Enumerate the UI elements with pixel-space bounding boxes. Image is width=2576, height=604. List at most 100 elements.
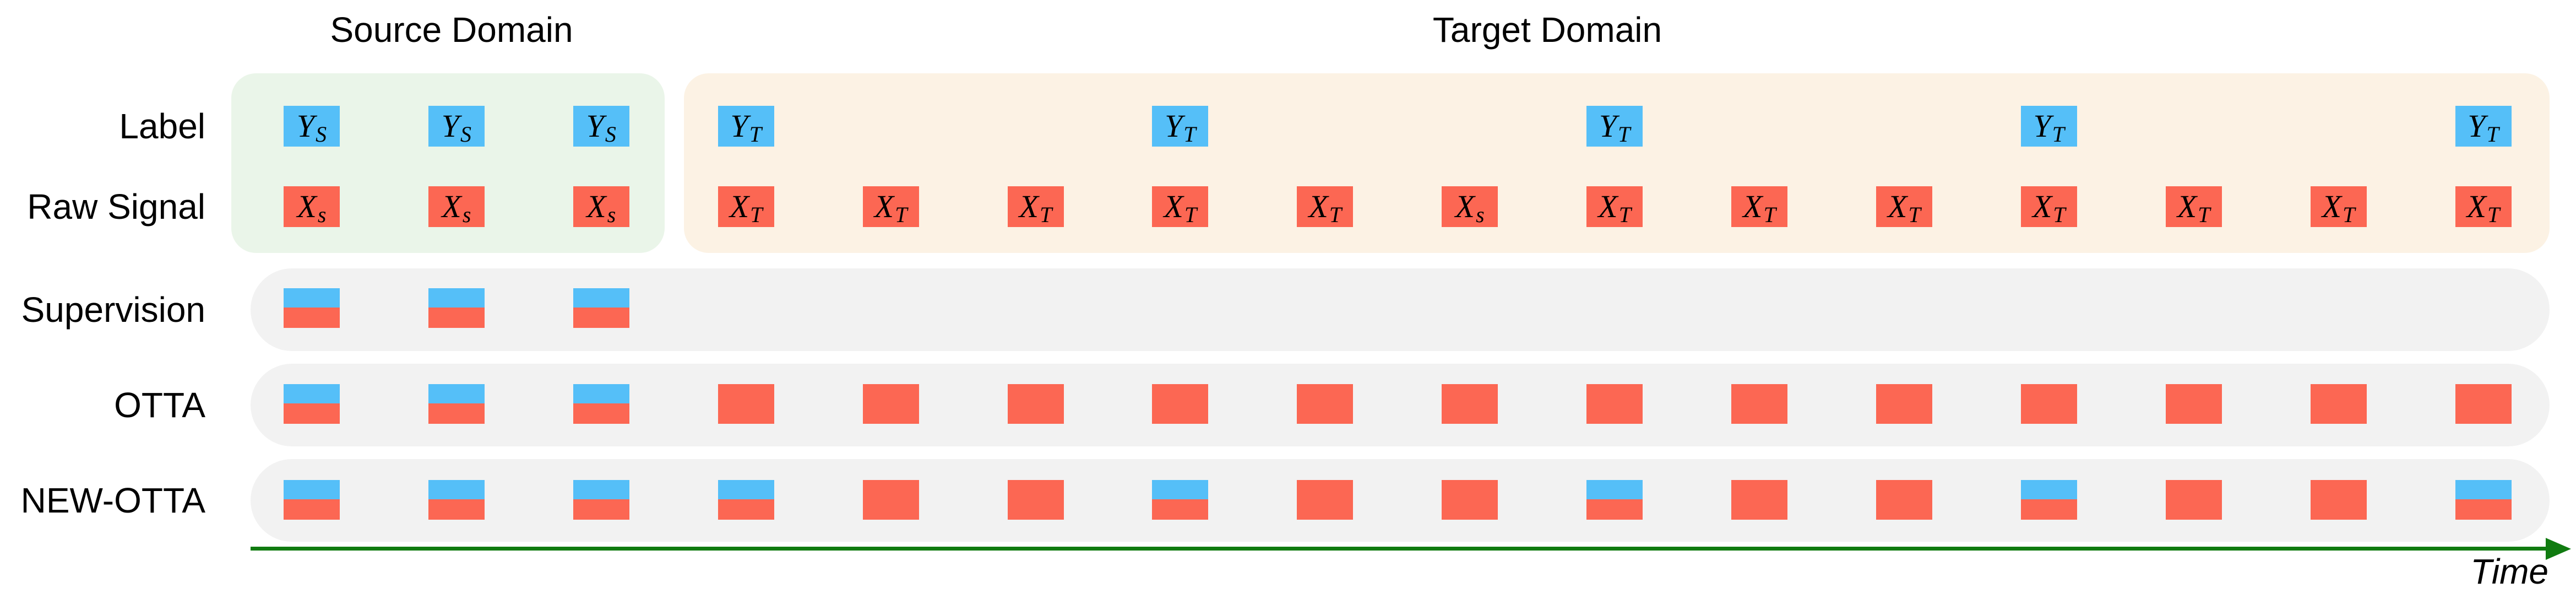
signal-half [573, 308, 629, 328]
label-half [428, 480, 485, 499]
source-domain-title: Source Domain [330, 10, 573, 50]
signal-half [1586, 499, 1643, 520]
new-otta-7-signal-box [1297, 480, 1354, 520]
math-subscript: s [462, 202, 471, 227]
label-half [573, 288, 629, 308]
math-subscript: s [317, 202, 327, 227]
math-base: X [2466, 188, 2487, 224]
math-base: X [1598, 188, 1618, 224]
signal-half [428, 308, 485, 328]
signal-half [428, 403, 485, 424]
math-base: X [1019, 188, 1039, 224]
label-half [284, 384, 340, 403]
math-subscript: s [607, 202, 616, 227]
new-otta-8-signal-box [1442, 480, 1498, 520]
math-subscript: S [460, 122, 472, 147]
math-subscript: T [2053, 202, 2066, 227]
time-axis-label: Time [2470, 552, 2548, 591]
new-otta-12-label-signal-box [2020, 480, 2077, 520]
math-base: X [1308, 188, 1328, 224]
otta-9-signal-box [1586, 384, 1643, 424]
new-otta-2-label-signal-box [573, 480, 629, 520]
signal-half [573, 499, 629, 520]
math-subscript: T [749, 122, 762, 147]
math-subscript: T [1184, 202, 1197, 227]
otta-11-signal-box [1876, 384, 1932, 424]
signal-half [1152, 499, 1209, 520]
math-base: X [442, 188, 461, 224]
new-otta-11-signal-box [1876, 480, 1932, 520]
otta-0-label-signal-box [284, 384, 340, 424]
supervision-2-label-signal-box [573, 288, 629, 328]
new-otta-5-signal-box [1007, 480, 1064, 520]
math-subscript: T [2487, 202, 2500, 227]
label-half [2455, 480, 2512, 499]
signal-half [428, 499, 485, 520]
signal-half [718, 499, 774, 520]
row-label-otta: OTTA [114, 385, 205, 425]
math-base: X [1455, 188, 1475, 224]
row-label-raw-signal: Raw Signal [27, 187, 205, 227]
math-subscript: T [1763, 202, 1776, 227]
supervision-track [251, 268, 2550, 351]
new-otta-1-label-signal-box [428, 480, 485, 520]
otta-14-signal-box [2310, 384, 2367, 424]
label-half [573, 480, 629, 499]
otta-7-signal-box [1297, 384, 1354, 424]
otta-4-signal-box [862, 384, 919, 424]
new-otta-4-signal-box [862, 480, 919, 520]
row-label-supervision: Supervision [21, 290, 205, 330]
new-otta-0-label-signal-box [284, 480, 340, 520]
math-base: Y [441, 108, 460, 144]
otta-2-label-signal-box [573, 384, 629, 424]
math-subscript: T [2052, 122, 2065, 147]
math-subscript: T [895, 202, 907, 227]
signal-half [284, 308, 340, 328]
label-half [284, 288, 340, 308]
supervision-1-label-signal-box [428, 288, 485, 328]
signal-half [284, 403, 340, 424]
math-base: X [1888, 188, 1907, 224]
new-otta-9-label-signal-box [1586, 480, 1643, 520]
otta-12-signal-box [2020, 384, 2077, 424]
math-base: Y [296, 108, 315, 144]
otta-6-signal-box [1152, 384, 1209, 424]
math-base: X [586, 188, 606, 224]
label-half [428, 384, 485, 403]
math-subscript: T [1908, 202, 1921, 227]
math-subscript: T [1618, 122, 1631, 147]
math-base: Y [2468, 108, 2486, 144]
math-base: X [2322, 188, 2342, 224]
new-otta-13-signal-box [2165, 480, 2222, 520]
math-subscript: T [750, 202, 763, 227]
math-base: Y [1165, 108, 1183, 144]
math-subscript: T [2198, 202, 2210, 227]
label-half [1152, 480, 1209, 499]
new-otta-10-signal-box [1731, 480, 1787, 520]
math-base: X [1743, 188, 1763, 224]
math-base: X [297, 188, 317, 224]
signal-half [2020, 499, 2077, 520]
math-base: Y [730, 108, 748, 144]
otta-1-label-signal-box [428, 384, 485, 424]
signal-half [284, 499, 340, 520]
label-half [1586, 480, 1643, 499]
row-label-new-otta: NEW-OTTA [20, 481, 205, 520]
